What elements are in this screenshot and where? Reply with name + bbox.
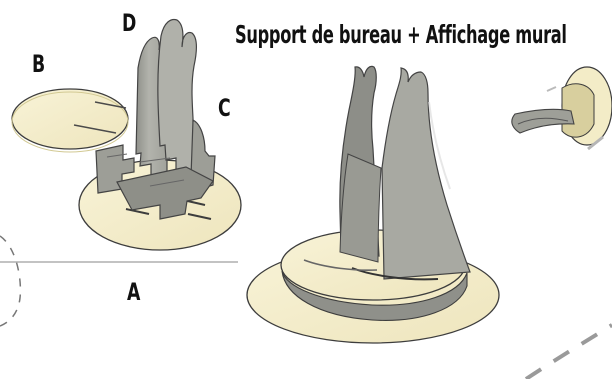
assembled-front-plate <box>382 68 470 279</box>
disc-b <box>12 89 128 149</box>
assembled-inner-plate <box>340 154 381 262</box>
wall-mount-view <box>512 67 612 149</box>
label-c: C <box>218 94 231 122</box>
label-b: B <box>32 50 45 78</box>
wall-mount-detail <box>547 87 556 91</box>
assembled-view <box>247 66 499 343</box>
cut-arc <box>0 236 20 326</box>
page-title: Support de bureau + Affichage mural <box>235 20 567 49</box>
dashed-guide <box>526 325 612 379</box>
label-d: D <box>122 9 136 37</box>
label-a: A <box>127 278 140 306</box>
